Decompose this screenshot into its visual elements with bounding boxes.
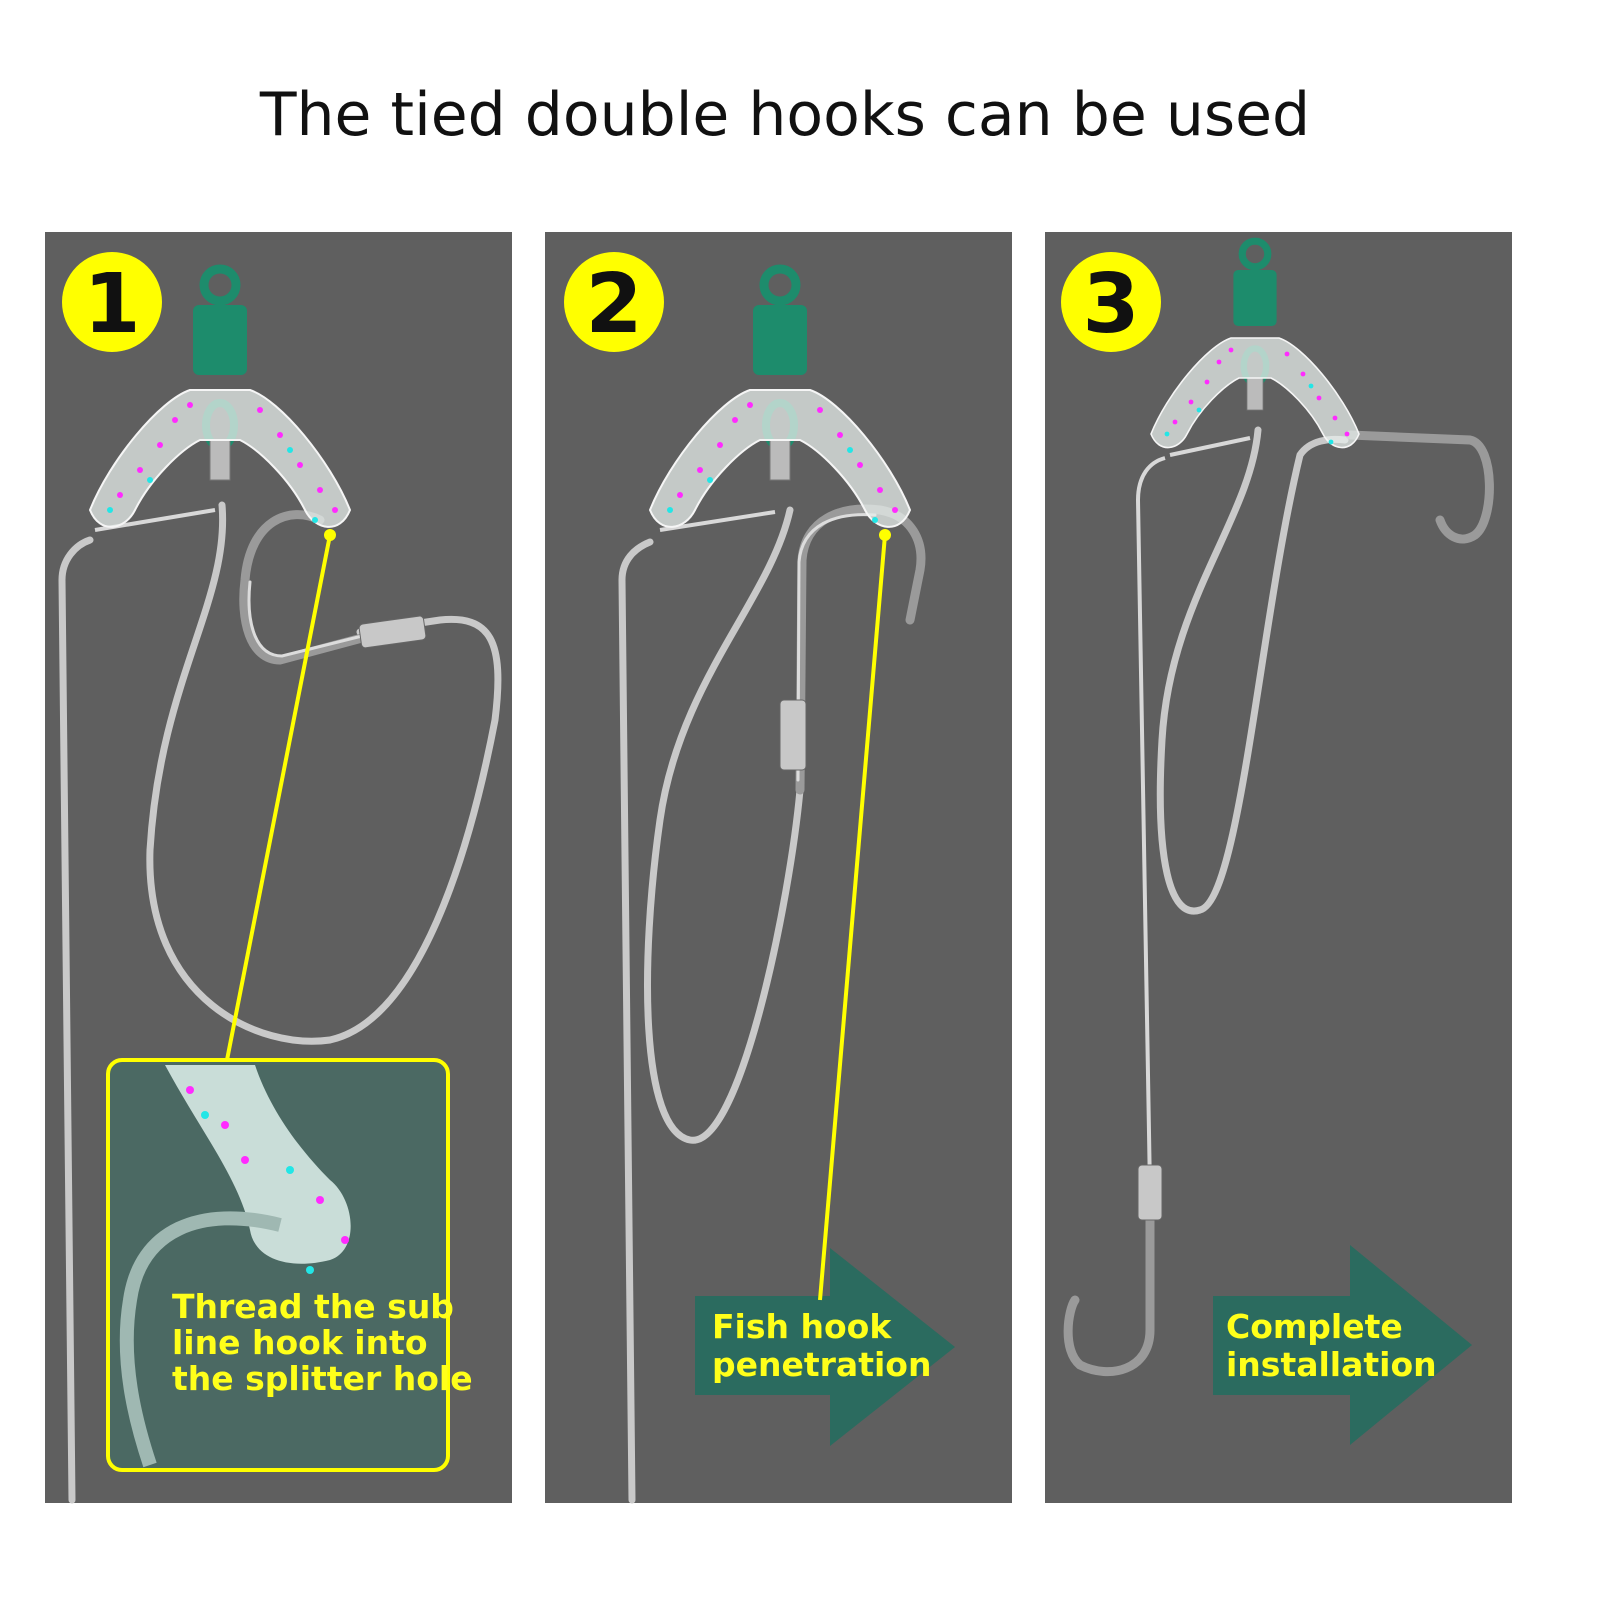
- page-title: The tied double hooks can be used: [259, 80, 1310, 150]
- step-1-badge: 1: [62, 252, 162, 352]
- step-1-caption: Thread the sub line hook into the splitt…: [172, 1287, 473, 1398]
- step-3-panel: 3 Complete installation: [1045, 232, 1512, 1503]
- step-2-badge: 2: [564, 252, 664, 352]
- step-1-number: 1: [83, 257, 140, 352]
- step-3-number: 3: [1082, 257, 1139, 352]
- step-2-caption: Fish hook penetration: [712, 1307, 931, 1384]
- step-1-panel: 1 Thread the sub line hook into the spli…: [45, 232, 512, 1504]
- step-3-badge: 3: [1061, 252, 1161, 352]
- step-2-panel: 2 Fish hook penetration: [545, 232, 1012, 1504]
- step-2-number: 2: [585, 257, 642, 352]
- detail-inset: Thread the sub line hook into the splitt…: [106, 1058, 473, 1472]
- step-3-caption: Complete installation: [1226, 1307, 1437, 1384]
